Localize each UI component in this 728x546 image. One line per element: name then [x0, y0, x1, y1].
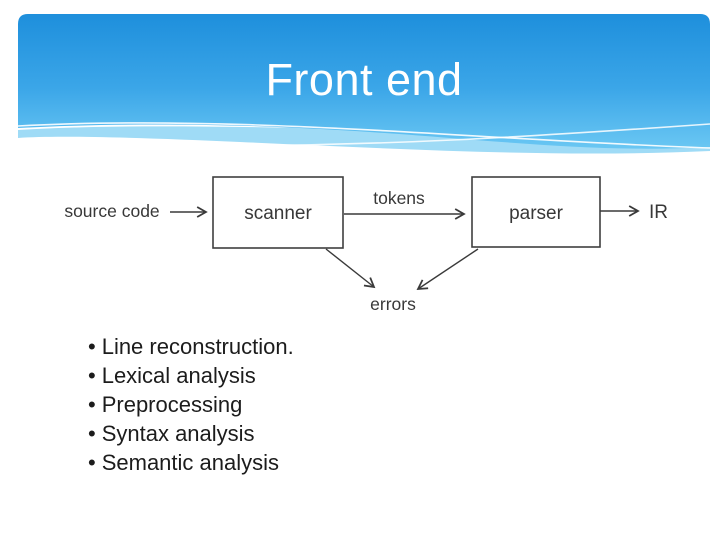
bullet-text: Preprocessing — [101, 392, 243, 417]
bullet-text: Lexical analysis — [101, 363, 256, 388]
list-item: Syntax analysis — [88, 419, 294, 448]
list-item: Lexical analysis — [88, 361, 294, 390]
bullet-text: Line reconstruction. — [101, 334, 294, 359]
tokens-label: tokens — [373, 188, 425, 208]
bullet-list: Line reconstruction. Lexical analysis Pr… — [88, 332, 294, 477]
list-item: Semantic analysis — [88, 448, 294, 477]
list-item: Line reconstruction. — [88, 332, 294, 361]
bullet-text: Syntax analysis — [101, 421, 255, 446]
wave-line-descending — [17, 122, 711, 149]
compiler-frontend-diagram: source code scanner tokens parser IR err… — [64, 176, 668, 314]
bullet-text: Semantic analysis — [101, 450, 280, 475]
ir-label: IR — [649, 202, 668, 223]
list-item: Preprocessing — [88, 390, 294, 419]
page-title: Front end — [265, 54, 463, 105]
source-code-label: source code — [64, 201, 159, 221]
arrow-parser-to-errors — [416, 248, 479, 290]
arrow-scanner-to-errors — [325, 248, 376, 289]
wave-line-ascending — [169, 123, 711, 147]
scanner-box — [212, 176, 344, 249]
header-gradient-shape — [18, 14, 710, 149]
header-banner — [17, 14, 711, 154]
parser-box — [471, 176, 601, 248]
scanner-label: scanner — [244, 203, 312, 224]
parser-label: parser — [509, 203, 564, 224]
errors-label: errors — [370, 294, 416, 314]
